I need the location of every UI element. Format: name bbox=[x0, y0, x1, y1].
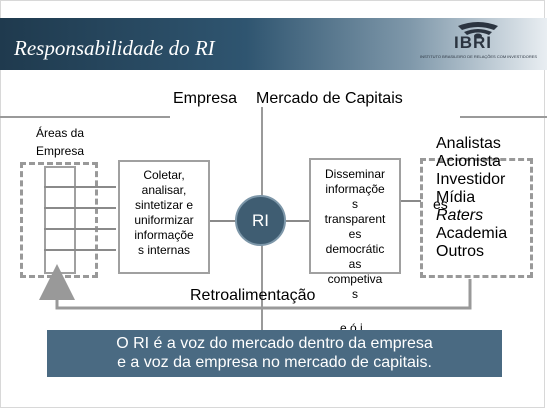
stakeholder-item: Outros bbox=[436, 243, 485, 260]
heading-mercado: Mercado de Capitais bbox=[256, 90, 403, 107]
disseminate-line: es bbox=[348, 227, 362, 241]
slide-title: Responsabilidade do RI bbox=[14, 36, 215, 60]
connector-market bbox=[401, 200, 421, 202]
heading-empresa: Empresa bbox=[173, 90, 238, 107]
stakeholder-item: Academia bbox=[436, 225, 508, 242]
stakeholder-item: Raters bbox=[436, 207, 484, 224]
area-line bbox=[44, 207, 116, 209]
collect-analyze-box: Coletar, analisar, sintetizar e uniformi… bbox=[118, 160, 210, 274]
top-line-left bbox=[0, 116, 170, 118]
areas-label-line2: Empresa bbox=[36, 144, 85, 158]
disseminate-line: as bbox=[348, 257, 362, 271]
logo-arc bbox=[458, 22, 498, 30]
stakeholder-item: Acionista bbox=[436, 153, 501, 170]
disseminate-line: s bbox=[352, 287, 358, 301]
logo-subtitle: INSTITUTO BRASILEIRO DE RELAÇÕES COM INV… bbox=[420, 54, 538, 59]
disseminate-line: democrátic bbox=[325, 242, 385, 256]
logo-text: IBRI bbox=[454, 33, 492, 52]
connector-right bbox=[286, 220, 310, 222]
ri-circle: RI bbox=[235, 195, 286, 246]
areas-label-line1: Áreas da bbox=[36, 126, 85, 140]
disseminate-line: informaçõe bbox=[325, 182, 385, 196]
collect-line: uniformizar bbox=[134, 213, 194, 227]
area-line bbox=[44, 249, 116, 251]
collect-line: Coletar, bbox=[143, 168, 185, 182]
ibri-logo bbox=[458, 22, 498, 39]
collect-line: analisar, bbox=[141, 183, 187, 197]
connector-left bbox=[210, 220, 236, 222]
disseminate-line: s bbox=[352, 197, 358, 211]
stakeholder-item: Analistas bbox=[436, 135, 501, 152]
conclusion-box: O RI é a voz do mercado dentro da empres… bbox=[47, 330, 502, 377]
header-bar bbox=[0, 18, 547, 70]
disseminate-box: Disseminar informaçõe s transparent es d… bbox=[309, 158, 401, 301]
conclusion-line-2: e a voz da empresa no mercado de capitai… bbox=[117, 354, 432, 371]
collect-line: sintetizar e bbox=[134, 198, 194, 212]
stakeholder-overlap-text: es bbox=[433, 196, 448, 212]
disseminate-line: transparent bbox=[324, 212, 386, 226]
stakeholder-item: Investidor bbox=[436, 171, 506, 188]
market-box bbox=[420, 158, 533, 278]
disseminate-line: competiva bbox=[327, 272, 383, 286]
disseminate-line: Disseminar bbox=[324, 167, 385, 181]
areas-label: Áreas da Empresa bbox=[36, 124, 84, 160]
stakeholder-list: Analistas Acionista Investidor Mídia Rat… bbox=[436, 135, 507, 261]
stakeholder-item: Mídia bbox=[436, 189, 476, 206]
area-line bbox=[44, 186, 116, 188]
logo-eye bbox=[474, 33, 482, 39]
logo-arc-inner bbox=[464, 29, 492, 35]
top-line-right bbox=[460, 116, 547, 118]
conclusion-line-1: O RI é a voz do mercado dentro da empres… bbox=[116, 335, 433, 352]
collect-line: s internas bbox=[137, 243, 191, 257]
area-line bbox=[44, 228, 116, 230]
collect-line: informaçõe bbox=[134, 228, 194, 242]
feedback-label: Retroalimentação bbox=[190, 287, 316, 304]
feedback-arrow bbox=[39, 264, 472, 310]
